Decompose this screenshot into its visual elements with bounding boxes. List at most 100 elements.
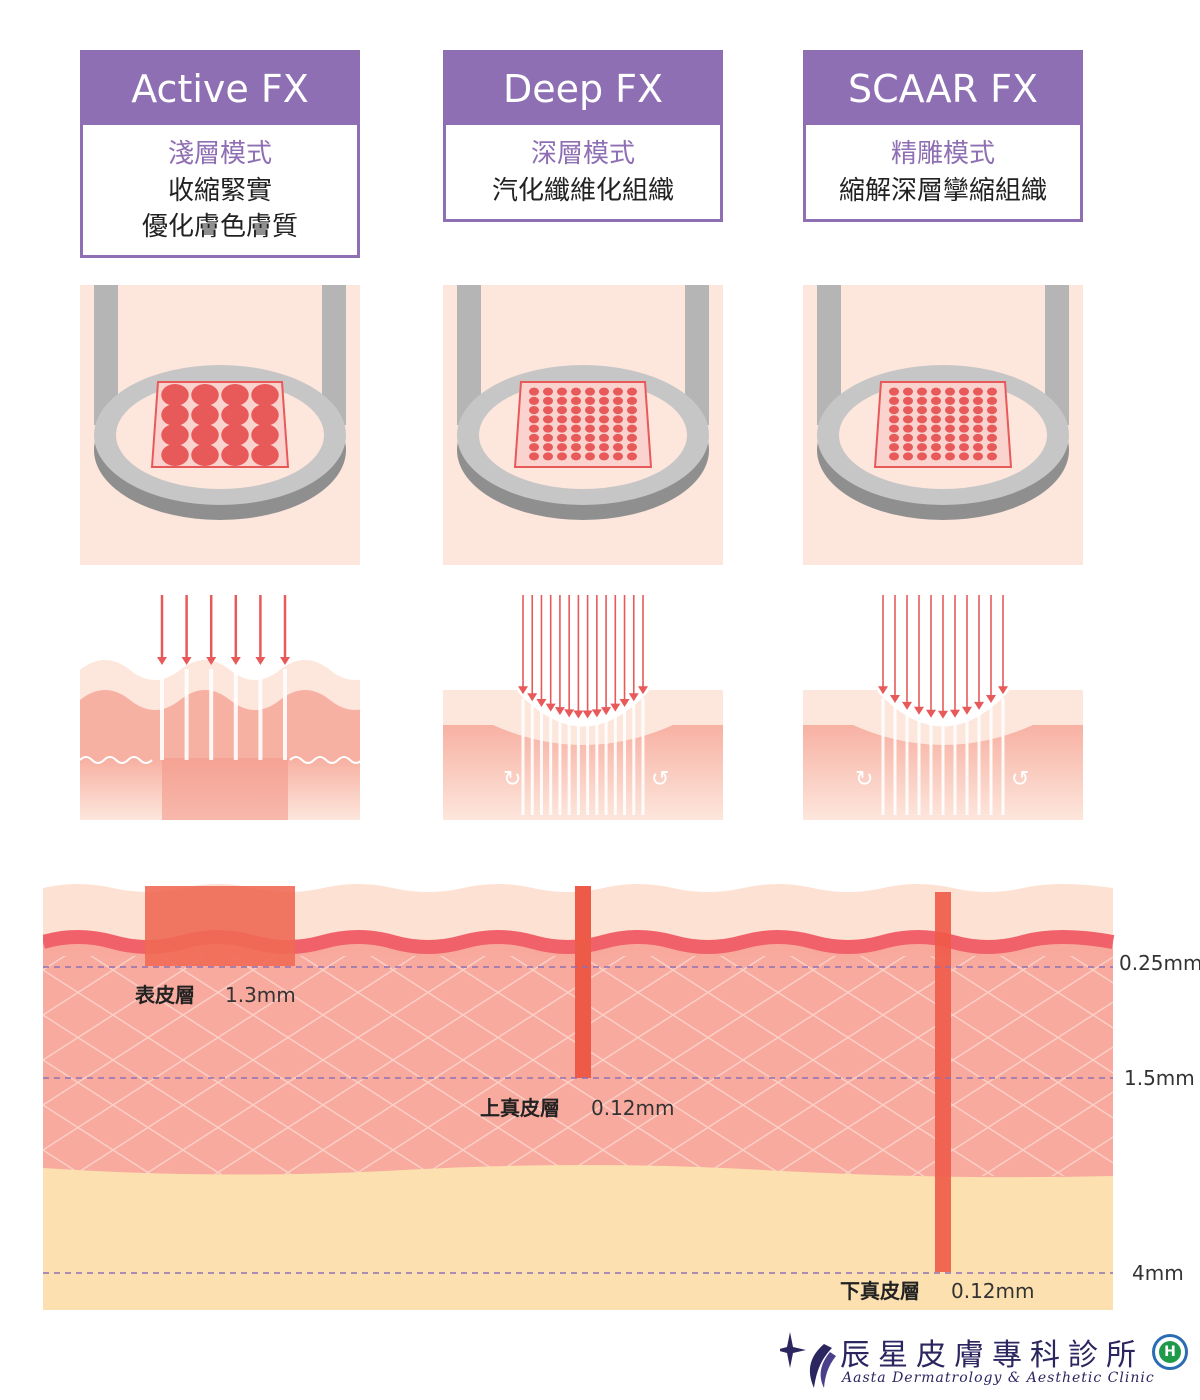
laser-spot xyxy=(973,415,983,424)
laser-spot xyxy=(917,424,927,433)
laser-spot xyxy=(917,415,927,424)
laser-spot xyxy=(945,443,955,452)
mode-description-line: 優化膚色膚質 xyxy=(141,212,298,242)
laser-spot xyxy=(959,424,969,433)
laser-spot xyxy=(627,433,637,442)
laser-spot xyxy=(973,424,983,433)
laser-channel xyxy=(258,669,263,760)
mode-description-line: 汽化纖維化組織 xyxy=(491,176,674,206)
laser-spot xyxy=(917,433,927,442)
laser-spot xyxy=(599,387,609,396)
laser-arrow xyxy=(998,686,1008,695)
laser-arrow xyxy=(280,657,290,665)
laser-channel xyxy=(965,718,969,815)
laser-spot xyxy=(903,415,913,424)
laser-channel xyxy=(184,669,189,760)
laser-spot xyxy=(161,404,189,426)
laser-arrow xyxy=(986,695,996,704)
laser-spot xyxy=(613,443,623,452)
handpiece-illustration-scaar-fx xyxy=(803,285,1083,565)
laser-spot xyxy=(973,443,983,452)
layer-label-lower-dermis: 下真皮層 xyxy=(840,1279,920,1303)
laser-spot xyxy=(959,387,969,396)
laser-arrow xyxy=(902,701,912,710)
laser-channel-deep-fx xyxy=(575,886,591,1078)
laser-arrow xyxy=(950,709,960,718)
laser-channel xyxy=(567,721,571,815)
svg-text:↺: ↺ xyxy=(1011,767,1029,792)
laser-arrow xyxy=(536,698,547,707)
laser-spot xyxy=(889,424,899,433)
laser-spot xyxy=(585,396,595,405)
laser-arrow xyxy=(157,657,167,665)
laser-spot xyxy=(987,387,997,396)
laser-spot xyxy=(571,424,581,433)
laser-spot xyxy=(529,433,539,442)
laser-spot xyxy=(599,452,609,461)
laser-arrow xyxy=(181,657,192,665)
laser-spot xyxy=(945,406,955,415)
laser-spot xyxy=(945,424,955,433)
laser-spot xyxy=(945,433,955,442)
laser-spot xyxy=(191,424,219,446)
laser-arrow xyxy=(610,703,621,712)
laser-channel xyxy=(623,710,627,815)
laser-spot xyxy=(973,387,983,396)
laser-spot xyxy=(931,406,941,415)
mode-title: SCAAR FX xyxy=(806,53,1080,125)
mode-title: Deep FX xyxy=(446,53,720,125)
laser-channel xyxy=(595,721,599,815)
laser-spot xyxy=(585,387,595,396)
laser-spot xyxy=(571,443,581,452)
laser-penetration-active-fx xyxy=(80,595,360,820)
laser-spot xyxy=(191,384,219,406)
laser-spot xyxy=(557,424,567,433)
laser-spot xyxy=(599,406,609,415)
laser-spot xyxy=(987,396,997,405)
laser-spot xyxy=(543,396,553,405)
laser-arrow xyxy=(591,709,602,718)
laser-spot xyxy=(627,452,637,461)
laser-channel xyxy=(530,705,534,815)
laser-channel xyxy=(521,698,525,815)
laser-spot xyxy=(945,387,955,396)
laser-channel xyxy=(160,669,164,760)
laser-spot xyxy=(543,452,553,461)
svg-text:↺: ↺ xyxy=(651,767,669,792)
laser-spot xyxy=(627,443,637,452)
laser-spot xyxy=(973,396,983,405)
laser-channel xyxy=(613,715,617,815)
laser-arrow xyxy=(582,710,593,719)
laser-arrow xyxy=(573,710,584,719)
laser-channel xyxy=(632,705,636,815)
handpiece-illustration-deep-fx xyxy=(443,285,723,565)
laser-spot xyxy=(945,452,955,461)
laser-spot xyxy=(613,424,623,433)
laser-arrow xyxy=(974,701,984,710)
laser-spot xyxy=(557,396,567,405)
laser-spot xyxy=(903,387,913,396)
laser-channel xyxy=(941,722,945,815)
handpiece-illustration-active-fx xyxy=(80,285,360,565)
laser-spot xyxy=(557,387,567,396)
mode-description-line: 縮解深層攣縮組織 xyxy=(838,176,1047,206)
laser-spot xyxy=(571,396,581,405)
laser-spot xyxy=(917,443,927,452)
laser-spot xyxy=(889,396,899,405)
laser-spot xyxy=(917,406,927,415)
laser-spot xyxy=(889,415,899,424)
laser-spot xyxy=(973,406,983,415)
laser-spot xyxy=(889,452,899,461)
laser-spot xyxy=(627,406,637,415)
mode-subtitle: 深層模式 xyxy=(530,139,635,169)
laser-spot xyxy=(571,415,581,424)
laser-spot xyxy=(557,443,567,452)
laser-arrow xyxy=(564,709,575,718)
laser-spot xyxy=(959,415,969,424)
laser-penetration-scaar-fx: ↻ ↺ xyxy=(803,595,1083,820)
laser-spot xyxy=(543,406,553,415)
laser-arrow xyxy=(890,695,900,704)
laser-channel xyxy=(558,719,562,815)
laser-spot xyxy=(903,424,913,433)
laser-spot xyxy=(945,415,955,424)
